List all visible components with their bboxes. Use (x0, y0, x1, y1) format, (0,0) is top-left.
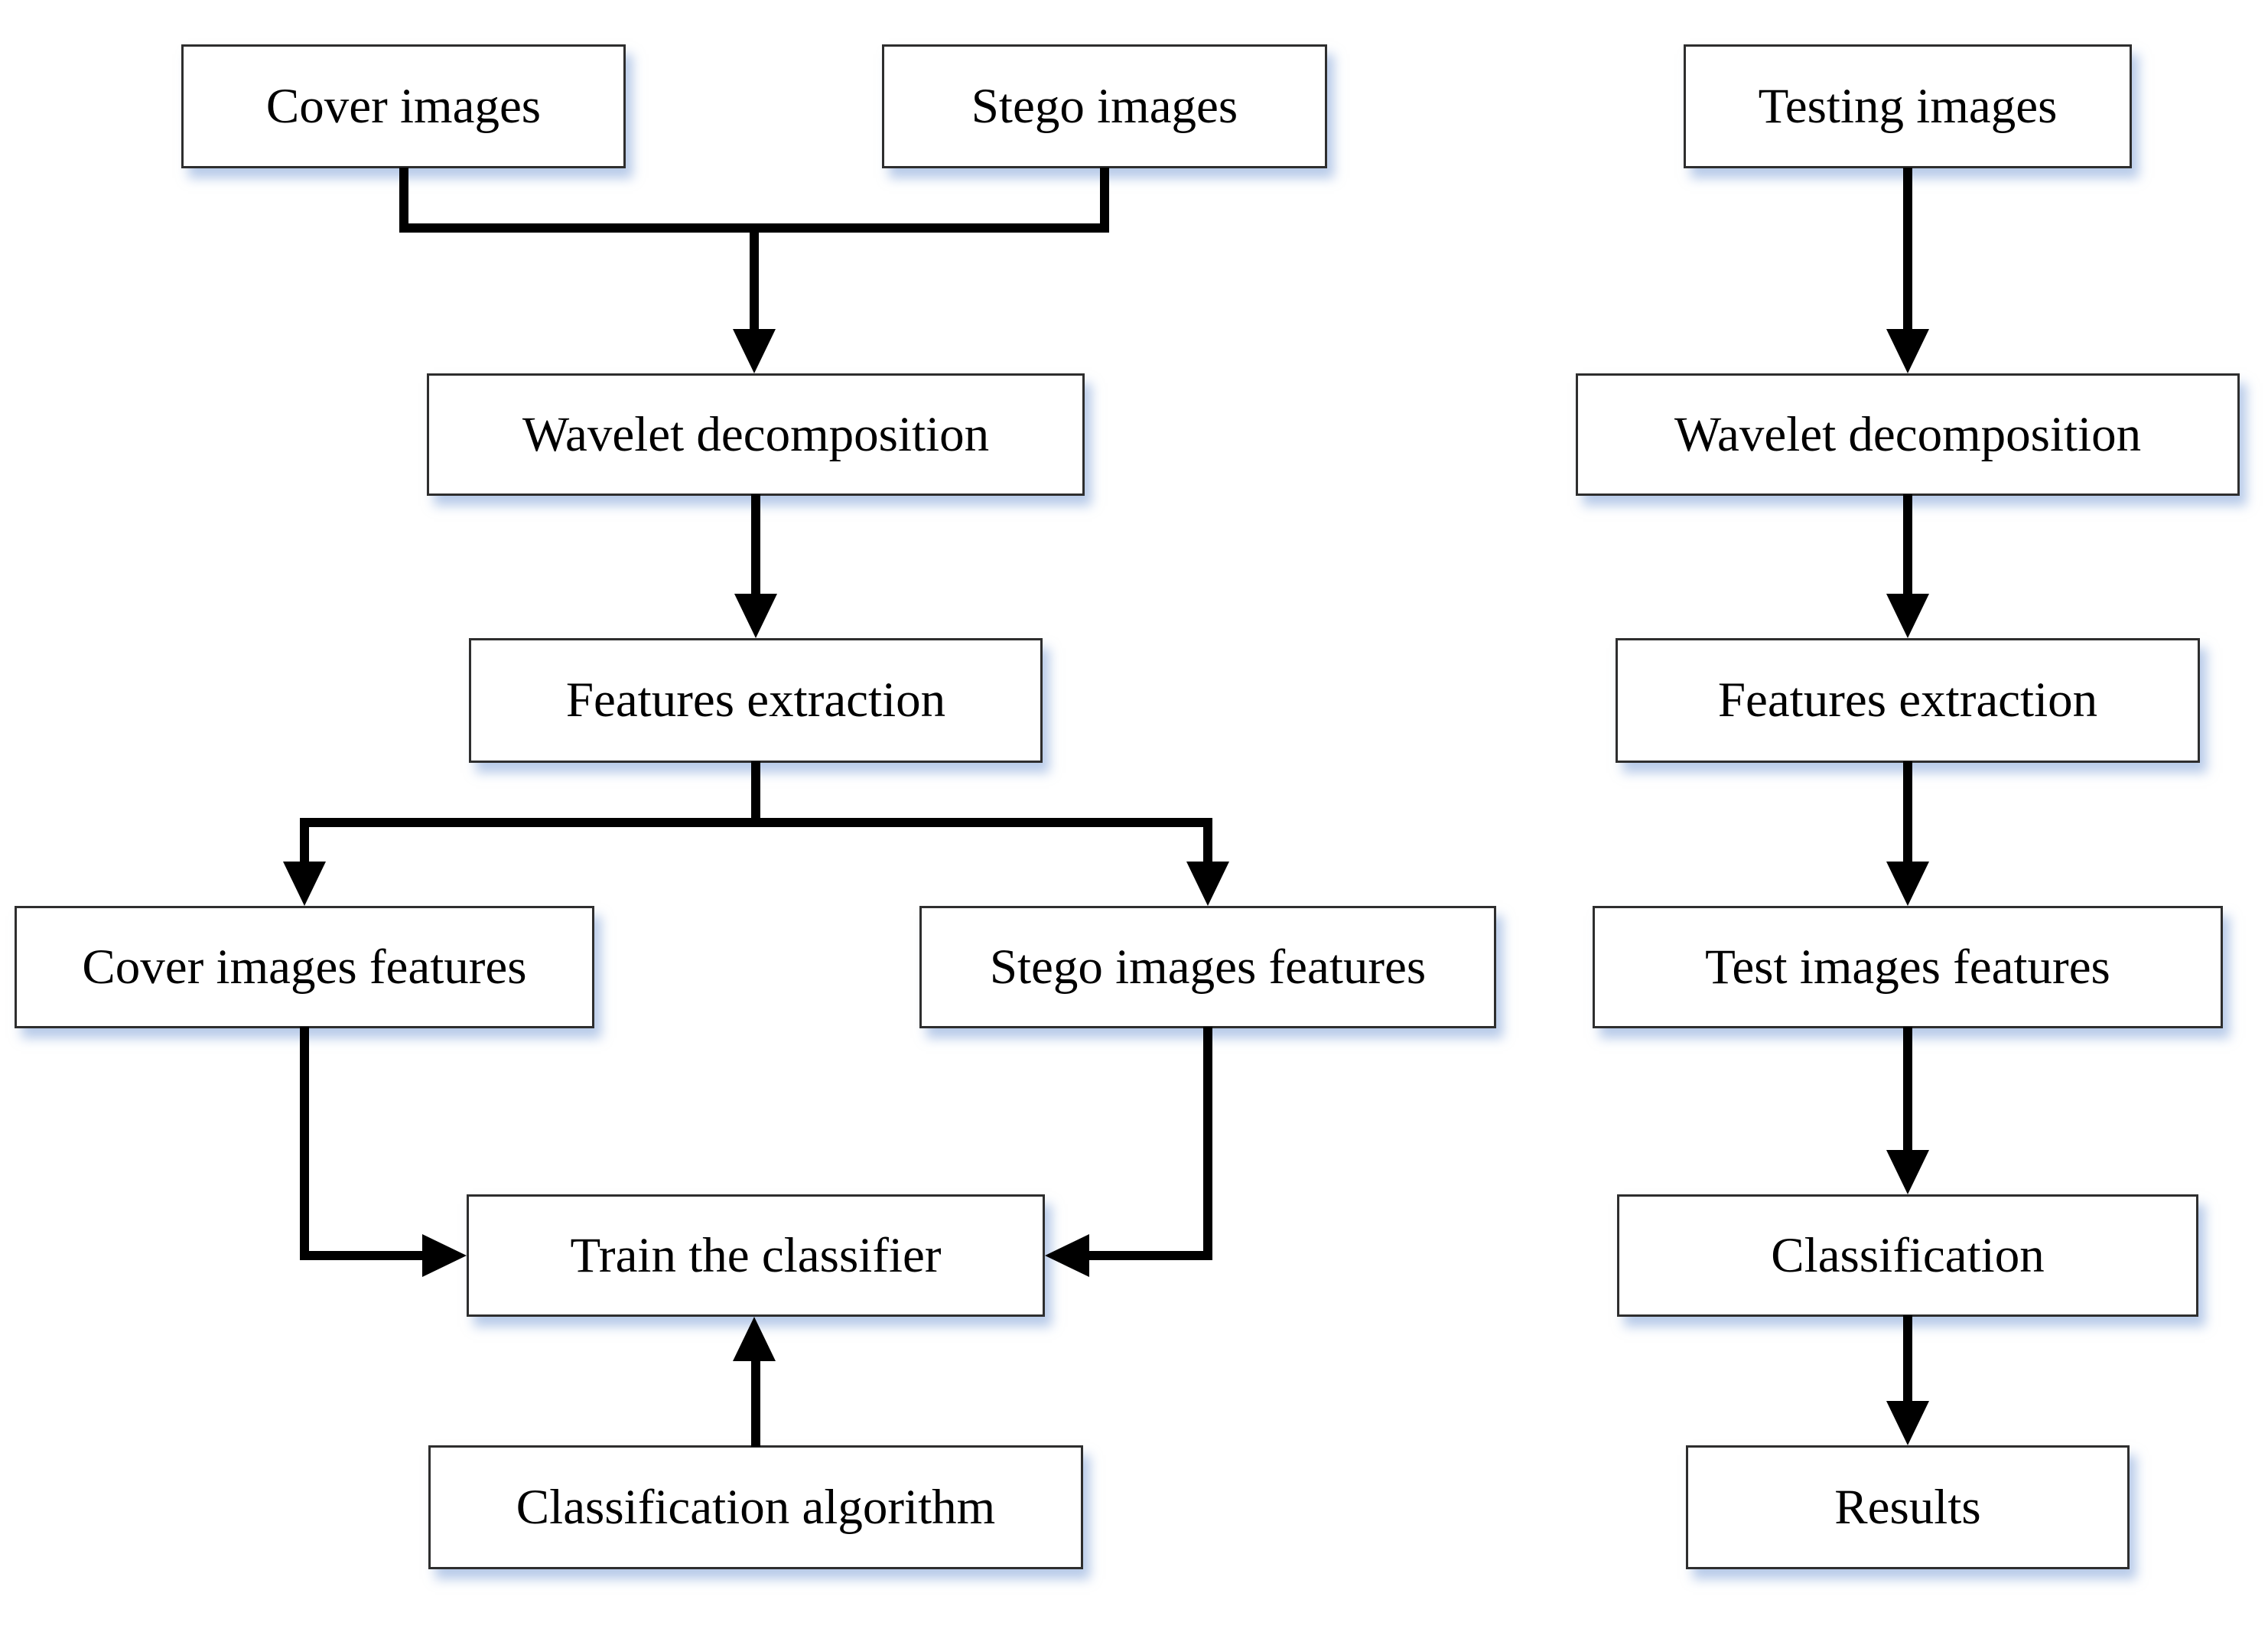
connector-cover-images-drop-line (399, 168, 408, 233)
box-stego-images: Stego images (882, 44, 1327, 168)
connector-wavelet-to-features-training-shaft (751, 494, 760, 595)
arrowhead-left-into-train-icon (1045, 1234, 1089, 1277)
connector-stego-features-left-line (1088, 1251, 1212, 1260)
box-testing-images: Testing images (1684, 44, 2132, 168)
connector-split-right-stub (1203, 818, 1212, 865)
connector-features-to-testfeatures-shaft (1903, 761, 1912, 863)
box-classification-algorithm: Classification algorithm (428, 1445, 1083, 1569)
arrowhead-down-into-stego-features-icon (1186, 862, 1229, 906)
box-wavelet-decomposition-testing: Wavelet decomposition (1576, 373, 2240, 496)
box-features-extraction-training: Features extraction (469, 638, 1043, 763)
box-results: Results (1686, 1445, 2130, 1569)
box-stego-images-features: Stego images features (919, 906, 1496, 1028)
arrowhead-down-into-features-training-icon (734, 594, 777, 638)
arrowhead-down-into-test-features-icon (1886, 862, 1929, 906)
box-wavelet-decomposition-training: Wavelet decomposition (427, 373, 1085, 496)
connector-wavelet-to-features-testing-shaft (1903, 494, 1912, 595)
connector-stego-features-down-line (1203, 1027, 1212, 1260)
connector-classification-to-results-shaft (1903, 1315, 1912, 1402)
connector-stego-images-drop-line (1100, 168, 1109, 233)
connector-features-split-drop-line (751, 761, 760, 827)
connector-split-left-stub (300, 818, 309, 865)
arrowhead-down-into-cover-features-icon (283, 862, 326, 906)
arrowhead-down-into-classification-icon (1886, 1150, 1929, 1194)
connector-split-horizontal-line (300, 818, 1212, 827)
box-classification: Classification (1617, 1194, 2198, 1317)
box-cover-images-features: Cover images features (15, 906, 594, 1028)
arrowhead-down-into-results-icon (1886, 1401, 1929, 1445)
arrowhead-down-into-features-testing-icon (1886, 594, 1929, 638)
connector-algorithm-up-shaft (751, 1357, 760, 1447)
box-test-images-features: Test images features (1593, 906, 2223, 1028)
arrowhead-up-into-train-icon (733, 1317, 776, 1361)
box-cover-images: Cover images (181, 44, 626, 168)
arrowhead-down-into-wavelet-training-icon (733, 329, 776, 373)
box-train-the-classifier: Train the classifier (467, 1194, 1045, 1317)
box-features-extraction-testing: Features extraction (1616, 638, 2200, 763)
connector-cover-features-right-line (300, 1251, 424, 1260)
connector-cover-features-down-line (300, 1027, 309, 1260)
arrowhead-down-into-wavelet-testing-icon (1886, 329, 1929, 373)
connector-testing-to-wavelet-shaft (1903, 168, 1912, 331)
connector-merge-to-wavelet-shaft (750, 223, 759, 331)
arrowhead-right-into-train-icon (422, 1234, 467, 1277)
connector-testfeatures-to-classification-shaft (1903, 1027, 1912, 1152)
